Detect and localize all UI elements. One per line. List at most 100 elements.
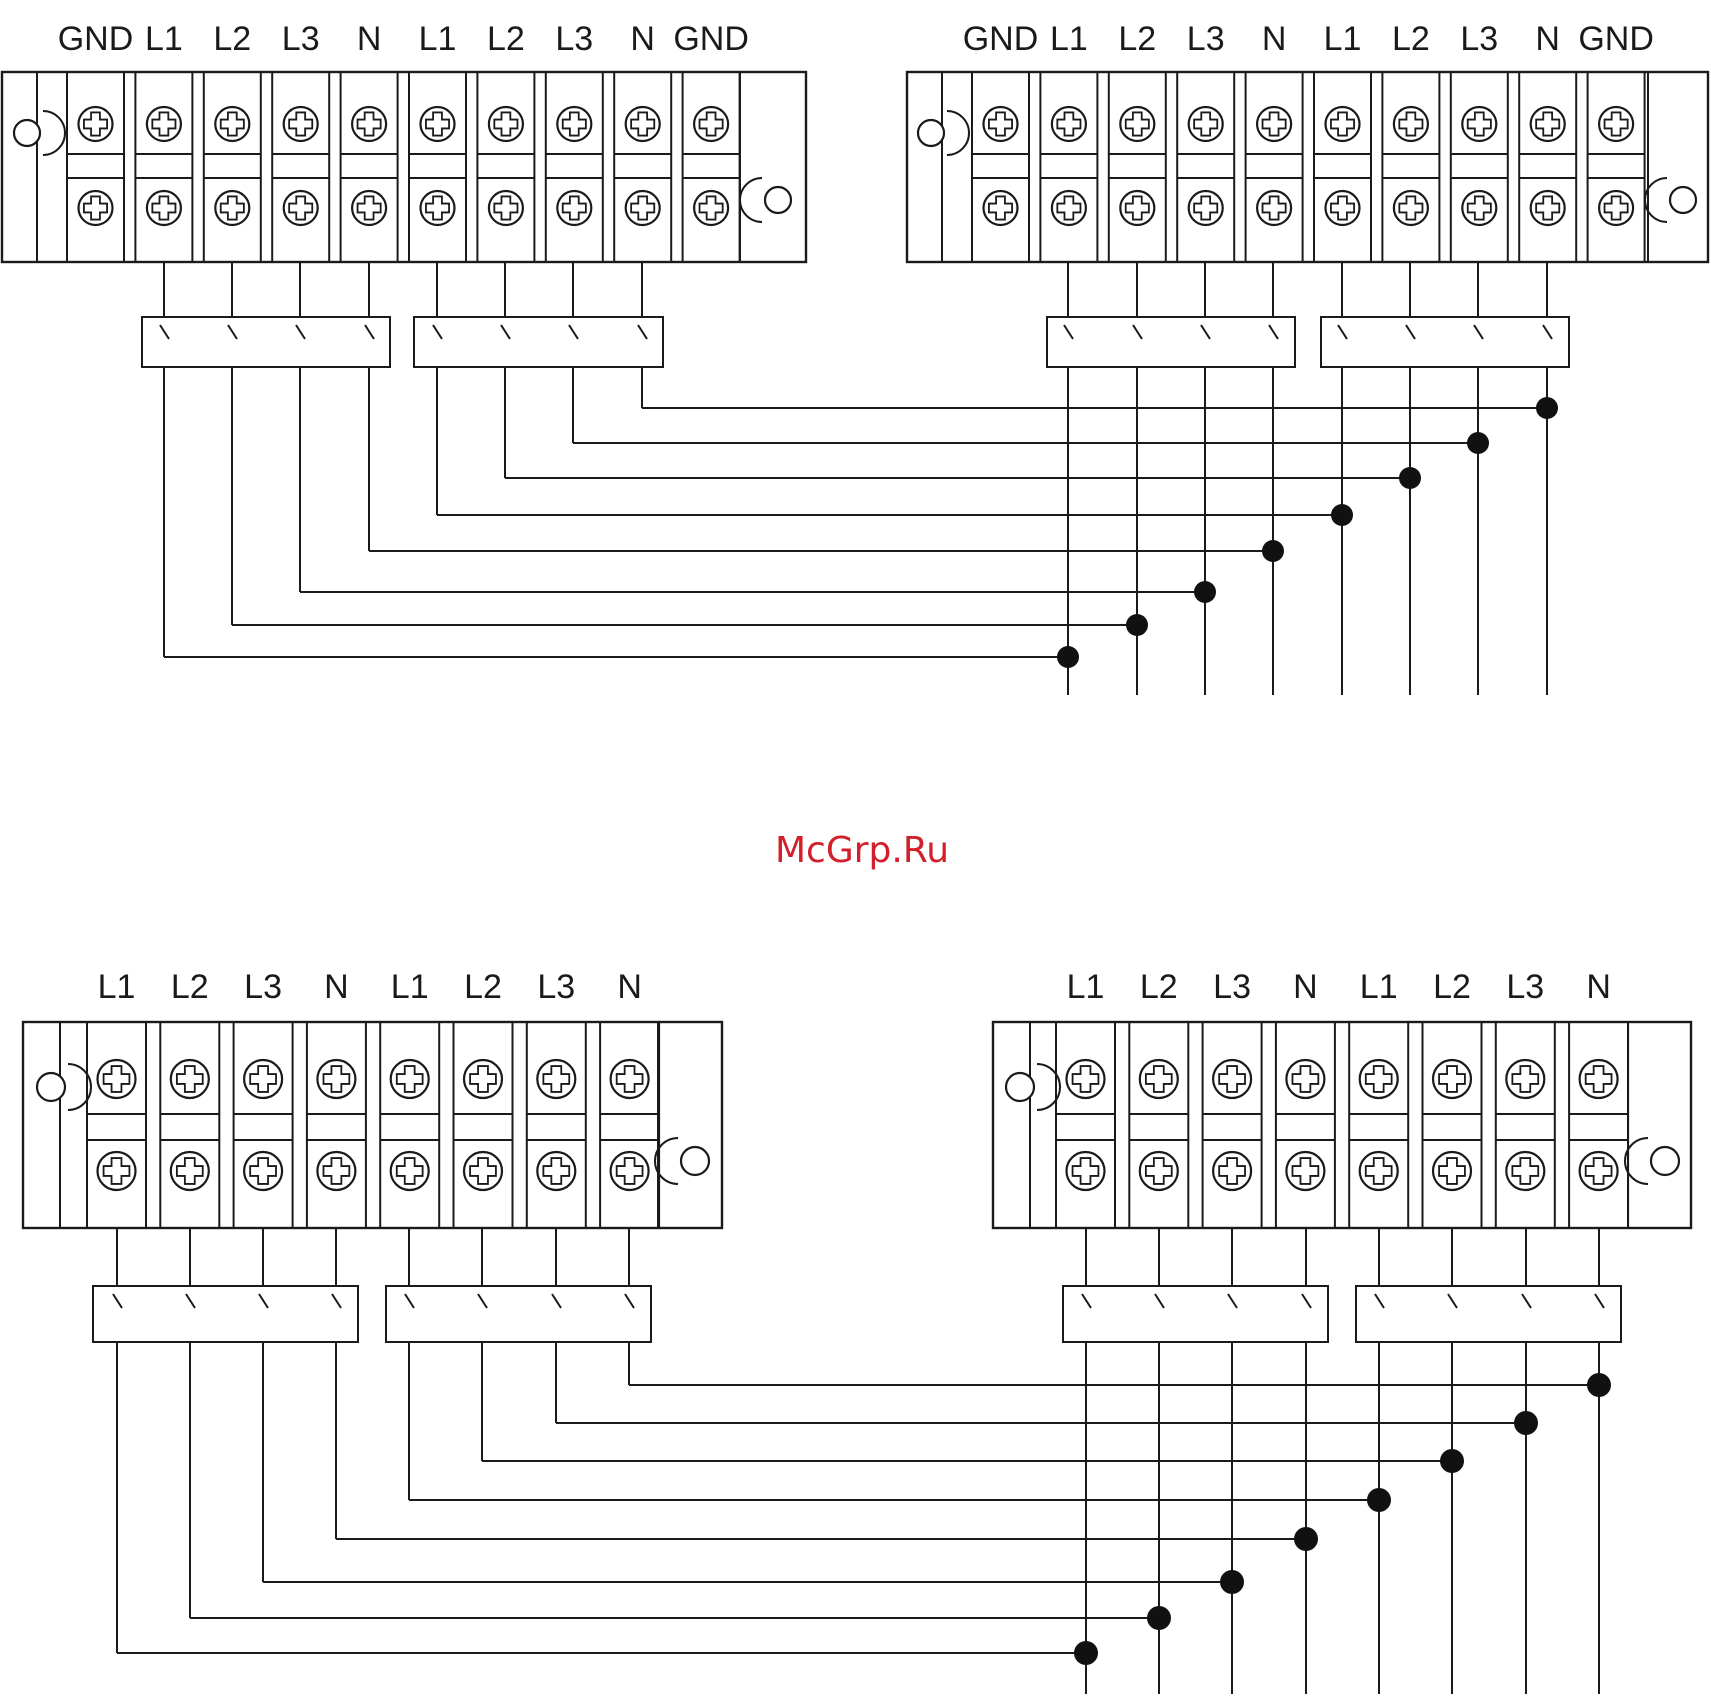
bottom-right-mount-hole-left: [1006, 1073, 1034, 1101]
top-left-terminal-label: L3: [555, 20, 593, 58]
bottom-right-screw-top: [1506, 1060, 1544, 1098]
top-left-terminal-label: GND: [58, 20, 134, 58]
top-right-screw-top: [1394, 107, 1428, 141]
top-right-screw-top: [1120, 107, 1154, 141]
top-left-breaker-2: [414, 317, 663, 367]
junction-dot: [1194, 581, 1216, 603]
top-right-terminal-label: N: [1535, 20, 1560, 58]
bottom-right-screw-top: [1433, 1060, 1471, 1098]
top-left-screw-top: [79, 107, 113, 141]
bottom-left-screw-bottom: [611, 1152, 649, 1190]
bottom-right-terminal-label: L1: [1067, 968, 1105, 1006]
top-right-screw-top: [1326, 107, 1360, 141]
top-right-screw-bottom: [1189, 191, 1223, 225]
top-right-screw-bottom: [1257, 191, 1291, 225]
top-left-terminal-label: N: [357, 20, 382, 58]
top-left-terminal-label: L1: [145, 20, 183, 58]
top-right-breaker-1: [1047, 317, 1295, 367]
junction-dot: [1147, 1606, 1171, 1630]
junction-dot: [1367, 1488, 1391, 1512]
top-right-terminal-label: GND: [963, 20, 1039, 58]
bottom-left-screw-bottom: [464, 1152, 502, 1190]
bottom-left-screw-top: [317, 1060, 355, 1098]
bottom-left-block-frame: [23, 1022, 722, 1228]
bottom-right-screw-top: [1067, 1060, 1105, 1098]
top-right-screw-top: [1599, 107, 1633, 141]
top-right-breaker-1-body: [1047, 317, 1295, 367]
bottom-left-mount-hole-left: [37, 1073, 65, 1101]
top-right-terminal-label: L1: [1324, 20, 1362, 58]
top-right-screw-bottom: [1394, 191, 1428, 225]
top-left-terminal-label: L1: [419, 20, 457, 58]
bottom-right-terminal-label: L1: [1360, 968, 1398, 1006]
bottom-right-screw-bottom: [1433, 1152, 1471, 1190]
bottom-left-screw-bottom: [537, 1152, 575, 1190]
bottom-right-screw-bottom: [1580, 1152, 1618, 1190]
top-right-terminal-label: L2: [1392, 20, 1430, 58]
bottom-right-screw-top: [1360, 1060, 1398, 1098]
top-left-terminal-label: L3: [282, 20, 320, 58]
bottom-left-terminal-label: L1: [391, 968, 429, 1006]
top-left-screw-top: [626, 107, 660, 141]
bottom-left-mount-hole-right: [681, 1147, 709, 1175]
junction-dot: [1440, 1449, 1464, 1473]
junction-dot: [1294, 1527, 1318, 1551]
bottom-left-breaker-2-body: [386, 1286, 651, 1342]
top-left-screw-top: [489, 107, 523, 141]
bottom-right-screw-bottom: [1506, 1152, 1544, 1190]
top-right-terminal-block: GNDL1L2L3NL1L2L3NGND: [907, 20, 1708, 262]
bottom-right-breaker-1-body: [1063, 1286, 1328, 1342]
top-right-screw-bottom: [1462, 191, 1496, 225]
top-left-screw-bottom: [626, 191, 660, 225]
top-right-terminal-label: L1: [1050, 20, 1088, 58]
junction-dot: [1074, 1641, 1098, 1665]
bottom-right-screw-bottom: [1213, 1152, 1251, 1190]
junction-dot: [1587, 1373, 1611, 1397]
top-right-terminal-label: L3: [1460, 20, 1498, 58]
top-left-screw-top: [557, 107, 591, 141]
top-left-screw-top: [421, 107, 455, 141]
bottom-right-terminal-label: L3: [1213, 968, 1251, 1006]
bottom-left-screw-bottom: [317, 1152, 355, 1190]
bottom-right-screw-bottom: [1286, 1152, 1324, 1190]
bottom-right-breaker-2-body: [1356, 1286, 1621, 1342]
top-left-breaker-1: [142, 317, 390, 367]
bottom-left-screw-top: [611, 1060, 649, 1098]
top-right-terminal-label: L3: [1187, 20, 1225, 58]
bottom-right-mount-hole-right: [1651, 1147, 1679, 1175]
bottom-left-breaker-1: [93, 1286, 358, 1342]
bottom-right-breaker-1: [1063, 1286, 1328, 1342]
bottom-left-screw-top: [244, 1060, 282, 1098]
junction-dot: [1126, 614, 1148, 636]
top-right-terminal-label: N: [1262, 20, 1287, 58]
top-right-breaker-2-body: [1321, 317, 1569, 367]
top-left-screw-top: [147, 107, 181, 141]
top-right-terminal-label: GND: [1578, 20, 1654, 58]
bottom-right-terminal-label: N: [1293, 968, 1318, 1006]
top-left-screw-bottom: [421, 191, 455, 225]
bottom-left-breaker-2: [386, 1286, 651, 1342]
bottom-left-terminal-label: L3: [537, 968, 575, 1006]
top-left-mount-hole-left: [14, 120, 40, 146]
top-right-screw-bottom: [1120, 191, 1154, 225]
top-right-screw-top: [1531, 107, 1565, 141]
junction-dot: [1057, 646, 1079, 668]
junction-dot: [1331, 504, 1353, 526]
bottom-right-screw-top: [1286, 1060, 1324, 1098]
bottom-left-terminal-label: L1: [98, 968, 136, 1006]
bottom-left-screw-bottom: [244, 1152, 282, 1190]
bottom-right-terminal-label: N: [1586, 968, 1611, 1006]
bottom-right-screw-bottom: [1067, 1152, 1105, 1190]
junction-dot: [1262, 540, 1284, 562]
top-left-terminal-label: L2: [213, 20, 251, 58]
top-left-terminal-block: GNDL1L2L3NL1L2L3NGND: [2, 20, 806, 262]
top-left-screw-top: [694, 107, 728, 141]
watermark: McGrp.Ru: [775, 830, 949, 871]
top-right-screw-top: [1257, 107, 1291, 141]
top-right-screw-top: [1462, 107, 1496, 141]
bottom-right-screw-bottom: [1360, 1152, 1398, 1190]
top-left-screw-bottom: [284, 191, 318, 225]
top-right-screw-top: [1189, 107, 1223, 141]
top-left-terminal-label: GND: [673, 20, 749, 58]
top-left-terminal-label: L2: [487, 20, 525, 58]
